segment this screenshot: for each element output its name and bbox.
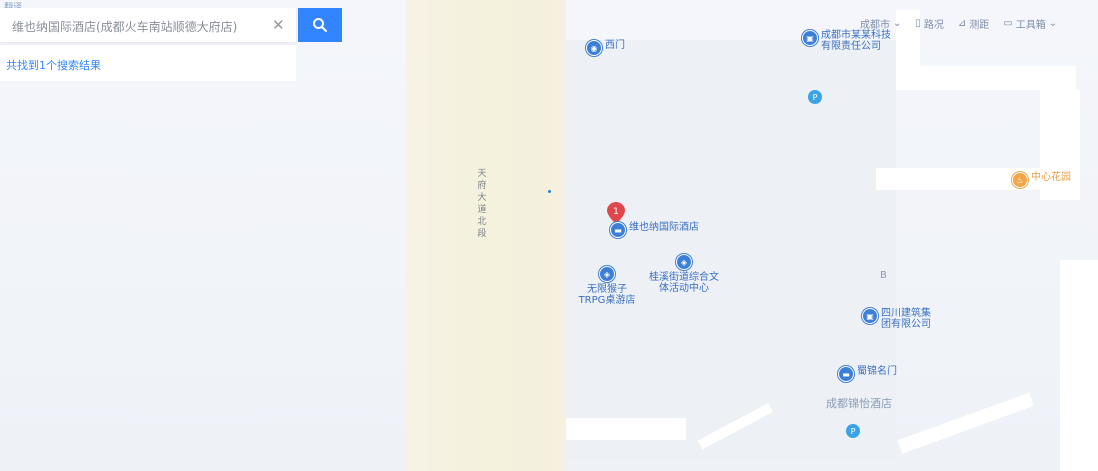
hotel-icon: ▬ bbox=[610, 222, 626, 238]
map-road bbox=[566, 418, 686, 440]
result-summary[interactable]: 共找到1个搜索结果 bbox=[6, 59, 101, 72]
poi-orange-label: 中心花园 bbox=[1031, 172, 1071, 183]
map-road bbox=[1060, 260, 1098, 471]
map-block bbox=[566, 40, 896, 460]
poi-ximen[interactable]: ◉ 西门 bbox=[586, 40, 625, 56]
poi-hotel[interactable]: ▬ 维也纳国际酒店 bbox=[610, 222, 699, 238]
traffic-label: 路况 bbox=[923, 19, 944, 31]
chevron-down-icon: ⌄ bbox=[1048, 17, 1058, 29]
poi-culture-center[interactable]: ◈ 桂溪街道综合文体活动中心 bbox=[646, 254, 722, 294]
metro-icon: ◉ bbox=[586, 40, 602, 56]
city-selector[interactable]: 成都市 ⌄ bbox=[860, 16, 901, 31]
shop-icon: ▬ bbox=[838, 366, 854, 382]
main-road bbox=[406, 0, 566, 471]
building-icon: ▣ bbox=[802, 30, 818, 46]
poi-shop[interactable]: ▬ 蜀锦名门 bbox=[838, 366, 897, 382]
traffic-button[interactable]: ▯ 路况 bbox=[915, 16, 944, 31]
poi-trpg-label: 无限猴子TRPG桌游店 bbox=[578, 284, 636, 306]
map-road bbox=[896, 66, 1076, 90]
selected-marker-number: 1 bbox=[613, 207, 619, 217]
parking-label: P bbox=[850, 426, 856, 436]
poi-hotel-label: 维也纳国际酒店 bbox=[629, 222, 699, 233]
measure-label: 测距 bbox=[969, 19, 990, 31]
poi-ximen-label: 西门 bbox=[605, 40, 625, 51]
traffic-icon: ▯ bbox=[915, 17, 921, 29]
search-input[interactable] bbox=[10, 16, 264, 36]
poi-tech-company-label: 成都市某某科技有限责任公司 bbox=[821, 30, 891, 52]
close-icon[interactable]: ✕ bbox=[272, 16, 285, 34]
chevron-down-icon: ⌄ bbox=[893, 17, 902, 29]
search-icon bbox=[313, 18, 327, 32]
map-road bbox=[876, 168, 1046, 190]
small-map-label: B bbox=[880, 270, 887, 281]
hotel-area-label: 成都锦怡酒店 bbox=[826, 397, 892, 410]
community-icon: ◈ bbox=[676, 254, 692, 270]
result-panel: 共找到1个搜索结果 bbox=[0, 44, 296, 81]
map-road bbox=[1040, 90, 1080, 200]
poi-tech-company[interactable]: ▣ 成都市某某科技有限责任公司 bbox=[802, 30, 897, 52]
poi-construction[interactable]: ▣ 四川建筑集团有限公司 bbox=[862, 308, 937, 330]
map-road bbox=[896, 10, 920, 90]
toolbox-icon: ▭ bbox=[1003, 17, 1013, 29]
ruler-icon: ⊿ bbox=[957, 17, 967, 29]
food-icon: ♨ bbox=[1012, 172, 1028, 188]
poi-shop-label: 蜀锦名门 bbox=[857, 366, 897, 377]
game-icon: ◈ bbox=[599, 266, 615, 282]
poi-construction-label: 四川建筑集团有限公司 bbox=[881, 308, 931, 330]
poi-orange[interactable]: ♨ 中心花园 bbox=[1012, 172, 1071, 188]
road-label: 天府大道北段 bbox=[477, 169, 487, 239]
city-label: 成都市 bbox=[860, 19, 890, 31]
search-button[interactable] bbox=[298, 8, 342, 42]
poi-trpg[interactable]: ◈ 无限猴子TRPG桌游店 bbox=[576, 266, 638, 306]
building-icon: ▣ bbox=[862, 308, 878, 324]
selected-marker-icon[interactable]: 1 bbox=[607, 202, 625, 224]
parking-icon[interactable]: P bbox=[846, 424, 860, 438]
map-toolbar: 成都市 ⌄ ▯ 路况 ⊿ 测距 ▭ 工具箱 ⌄ bbox=[860, 10, 1098, 36]
tools-label: 工具箱 bbox=[1015, 19, 1046, 31]
parking-label: P bbox=[812, 92, 818, 102]
measure-button[interactable]: ⊿ 测距 bbox=[958, 16, 989, 31]
search-box: ✕ bbox=[0, 8, 296, 42]
location-dot bbox=[548, 190, 551, 193]
tools-button[interactable]: ▭ 工具箱 ⌄ bbox=[1003, 16, 1057, 31]
poi-culture-center-label: 桂溪街道综合文体活动中心 bbox=[649, 272, 719, 294]
map-road bbox=[897, 392, 1034, 454]
parking-icon[interactable]: P bbox=[808, 90, 822, 104]
